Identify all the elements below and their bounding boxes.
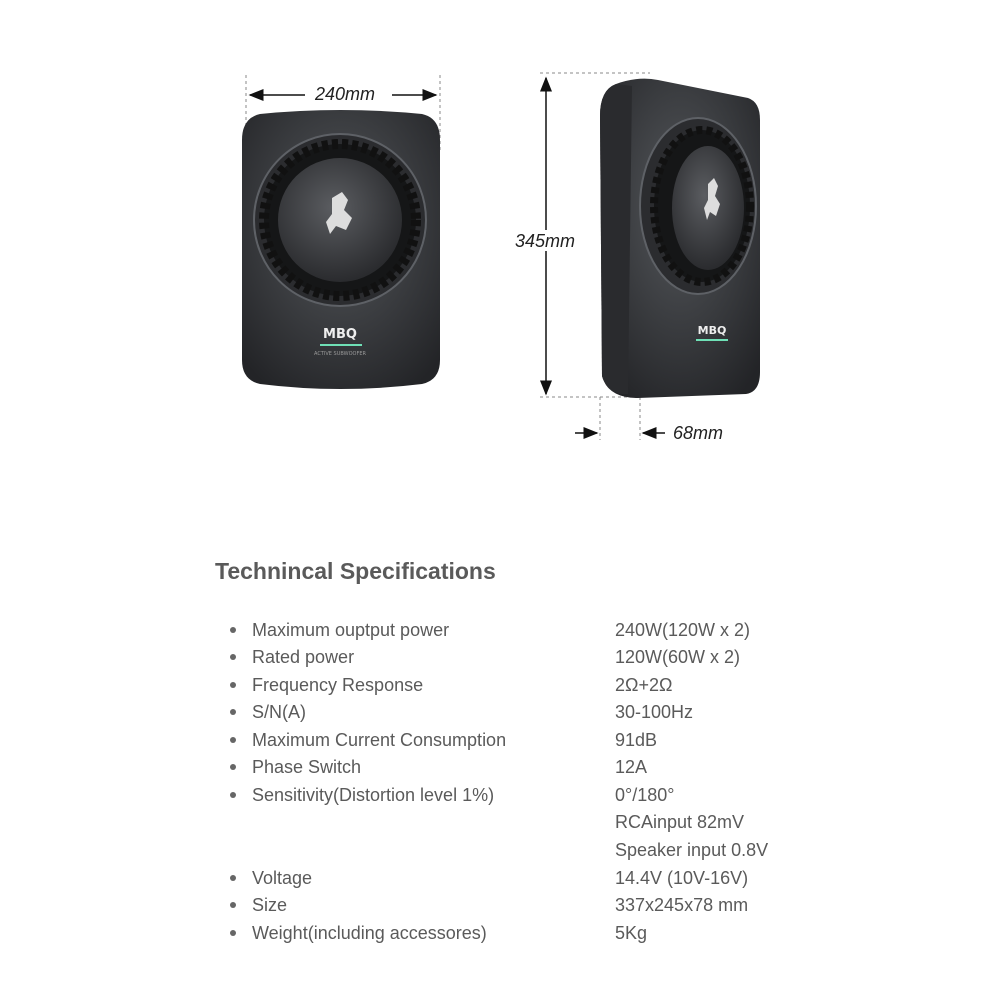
depth-dimension-label: 68mm — [670, 423, 727, 443]
spec-label: S/N(A) — [252, 702, 306, 722]
spec-label: Maximum ouptput power — [252, 620, 450, 640]
spec-value: 12A — [615, 757, 648, 777]
spec-value: 14.4V (10V-16V) — [615, 868, 749, 888]
subwoofer-front-image: MBQ ACTIVE SUBWOOFER — [242, 110, 440, 389]
spec-value: 5Kg — [615, 923, 648, 943]
bullet-icon — [230, 792, 236, 798]
bullet-icon — [230, 902, 236, 908]
spec-label: Voltage — [252, 868, 313, 888]
height-dimension-label: 345mm — [512, 231, 579, 251]
spec-value: Speaker input 0.8V — [615, 840, 769, 860]
brand-logo: MBQ — [323, 327, 357, 342]
bullet-icon — [230, 875, 236, 881]
bullet-icon — [230, 682, 236, 688]
spec-label: Rated power — [252, 647, 355, 667]
spec-value: 240W(120W x 2) — [615, 620, 751, 640]
svg-text:MBQ: MBQ — [698, 324, 727, 337]
spec-value: 337x245x78 mm — [615, 895, 749, 915]
spec-value: RCAinput 82mV — [615, 812, 745, 832]
spec-value: 30-100Hz — [615, 702, 694, 722]
width-dimension-label: 240mm — [312, 84, 379, 104]
specs-title: Technincal Specifications — [215, 558, 496, 584]
dimension-lines — [245, 72, 665, 440]
spec-label: Size — [252, 895, 288, 915]
bullet-icon — [230, 764, 236, 770]
spec-label: Maximum Current Consumption — [252, 730, 507, 750]
bullet-icon — [230, 654, 236, 660]
spec-value: 91dB — [615, 730, 658, 750]
bullet-icon — [230, 627, 236, 633]
bullet-icon — [230, 737, 236, 743]
bullet-icon — [230, 709, 236, 715]
bullet-icon — [230, 930, 236, 936]
spec-value: 0°/180° — [615, 785, 675, 805]
spec-label: Sensitivity(Distortion level 1%) — [252, 785, 495, 805]
spec-value: 2Ω+2Ω — [615, 675, 673, 695]
subwoofer-side-image: MBQ — [600, 78, 760, 399]
spec-label: Phase Switch — [252, 757, 362, 777]
spec-label: Frequency Response — [252, 675, 424, 695]
spec-value: 120W(60W x 2) — [615, 647, 741, 667]
svg-text:ACTIVE SUBWOOFER: ACTIVE SUBWOOFER — [314, 351, 366, 357]
spec-label: Weight(including accessores) — [252, 923, 487, 943]
